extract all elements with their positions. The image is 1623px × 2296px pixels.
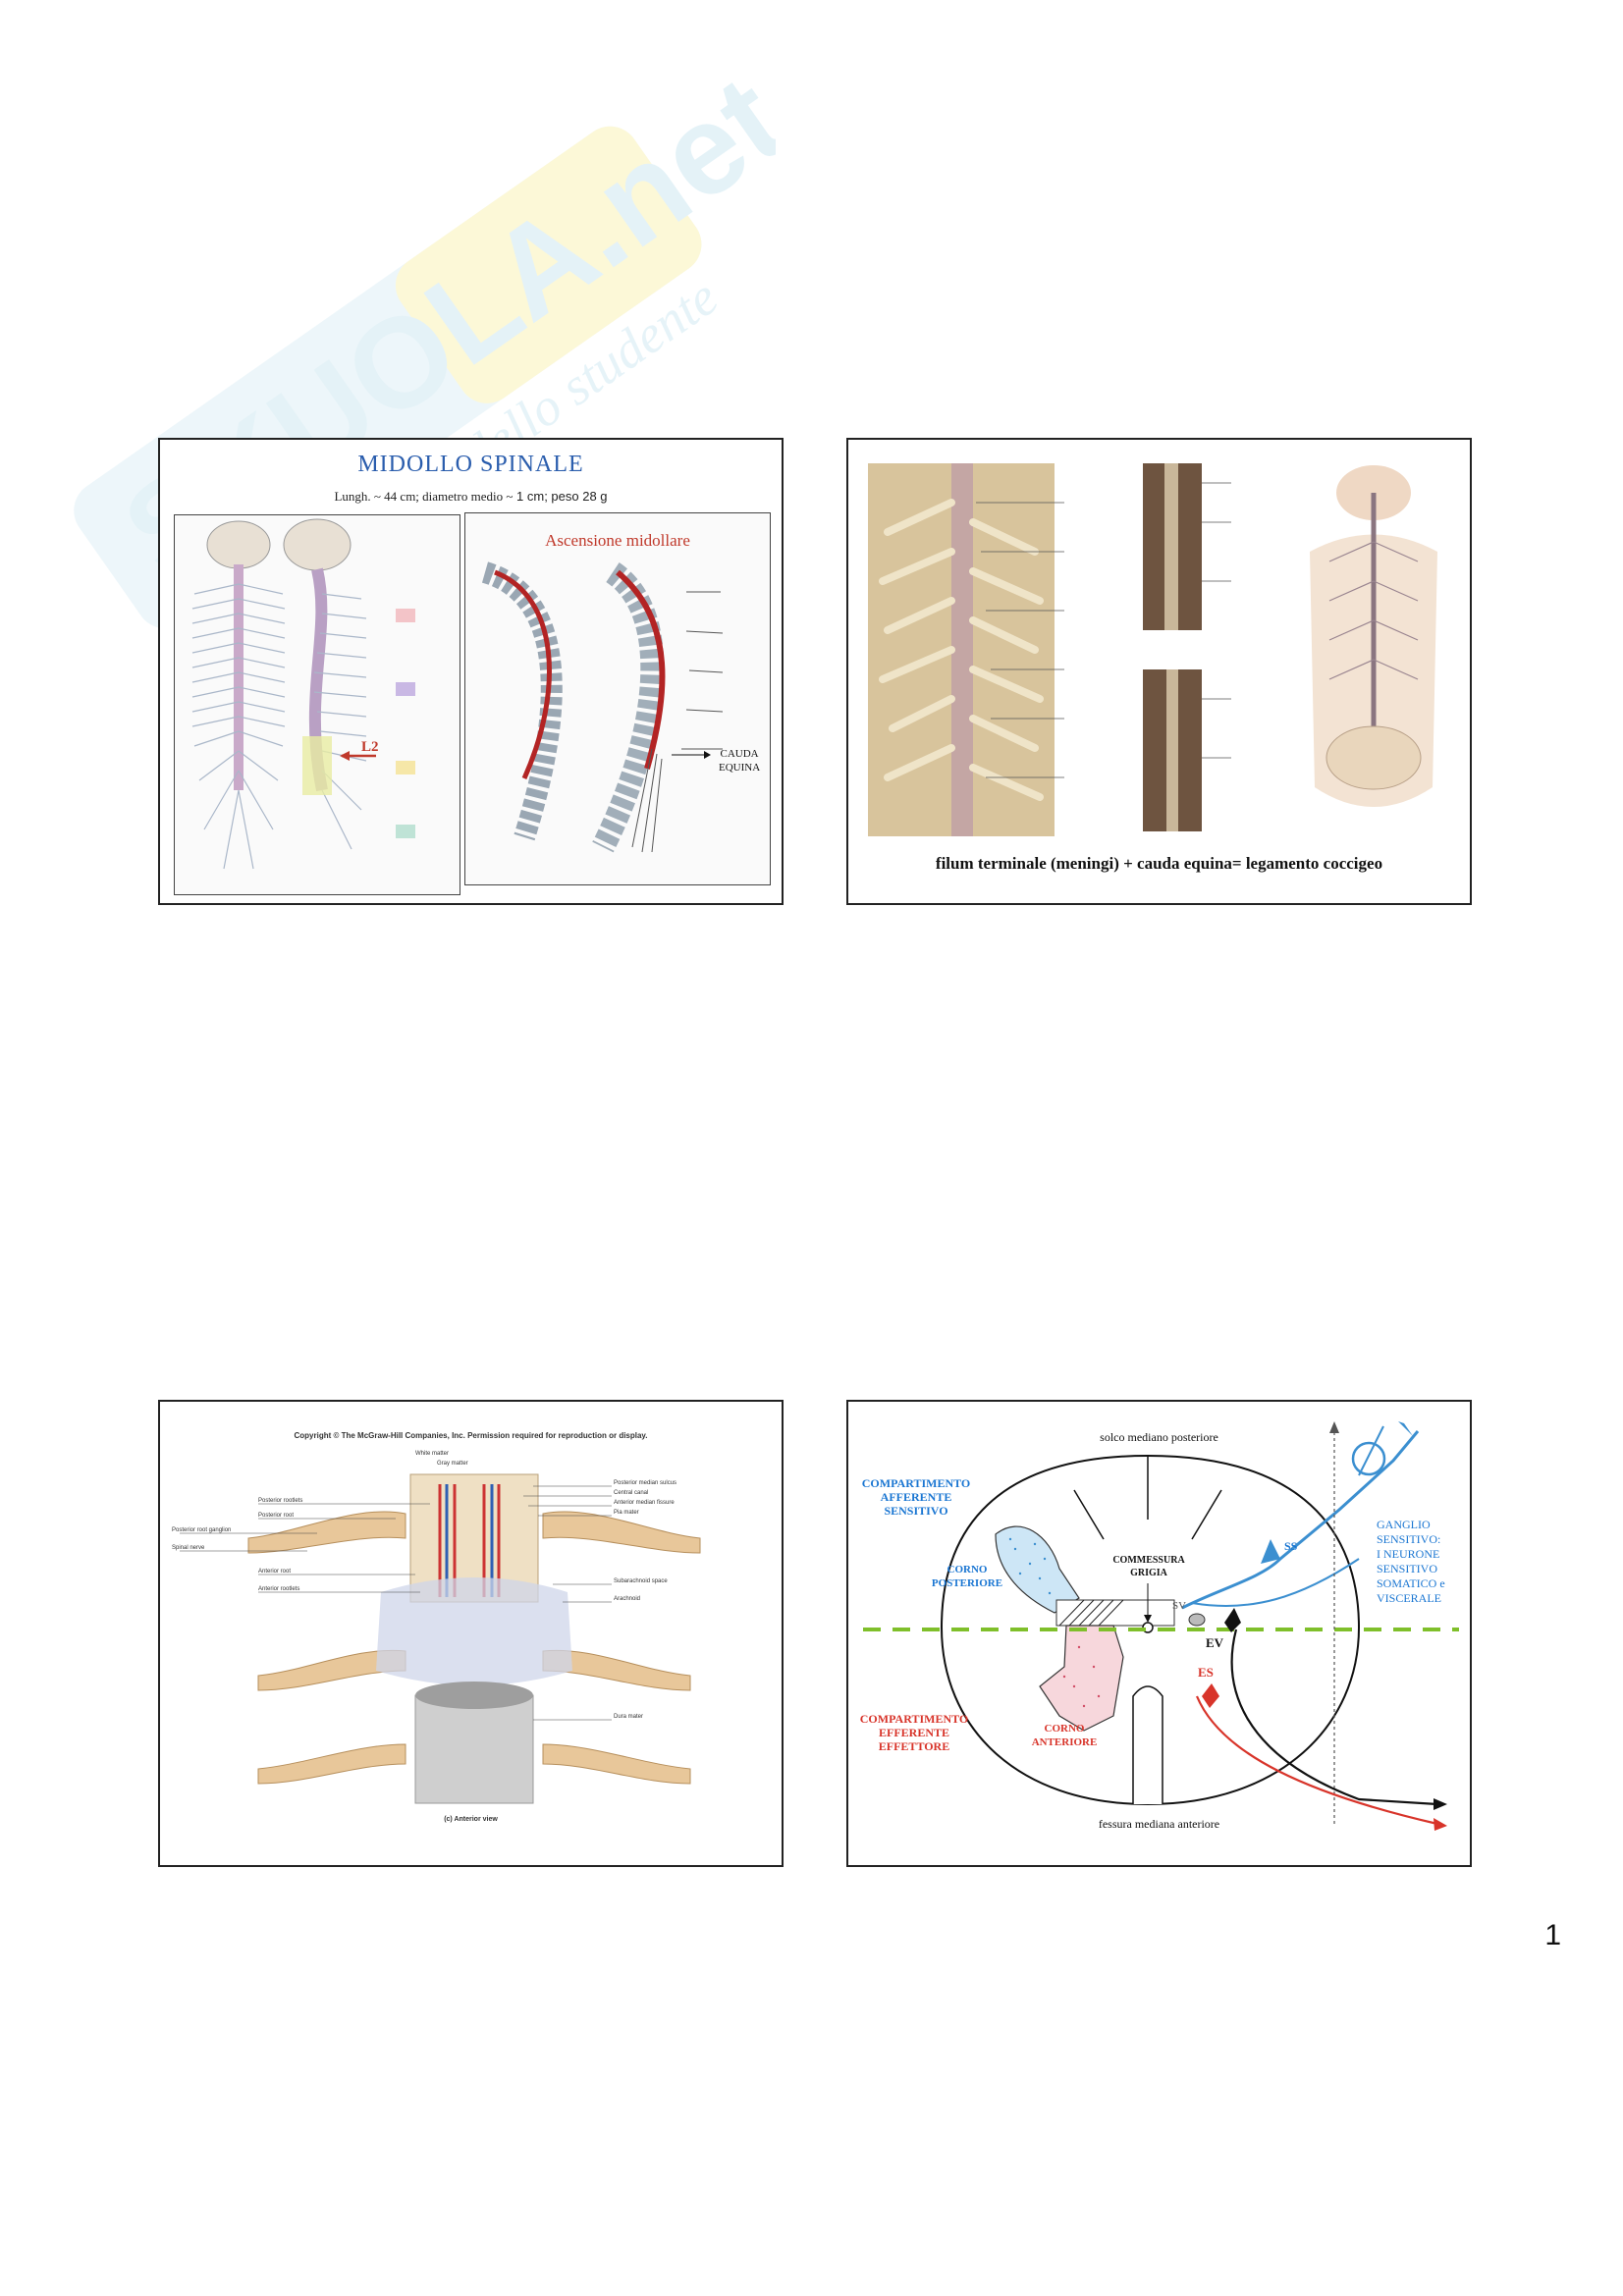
cauda-equina-label: CAUDA EQUINA (719, 747, 760, 774)
spinal-cord-figure (191, 518, 415, 870)
label-subarachnoid-space: Subarachnoid space (614, 1578, 668, 1584)
l2-label: L2 (361, 739, 379, 755)
slide1-subtitle-serif: Lungh. ~ 44 cm; diametro medio ~ (334, 489, 514, 504)
corno-posteriore-label: CORNO POSTERIORE (913, 1563, 1021, 1590)
label-posterior-median-sulcus: Posterior median sulcus (614, 1480, 677, 1486)
corno-post-line2: POSTERIORE (931, 1577, 1003, 1589)
label-posterior-root: Posterior root (258, 1513, 295, 1519)
label-anterior-rootlets: Anterior rootlets (258, 1586, 300, 1592)
slide-spinal-cord-cross-section: solco mediano posteriore fessura mediana… (846, 1400, 1472, 1867)
label-posterior-root-ganglion: Posterior root ganglion (172, 1527, 232, 1533)
ganglio-line3: I NEURONE (1377, 1547, 1440, 1561)
solco-mediano-label: solco mediano posteriore (1100, 1430, 1218, 1444)
label-white-matter: White matter (415, 1451, 450, 1457)
slide2-caption: filum terminale (meningi) + cauda equina… (935, 854, 1383, 873)
label-arachnoid: Arachnoid (614, 1596, 641, 1602)
sv-label: SV (1172, 1600, 1187, 1612)
ganglio-line6: VISCERALE (1377, 1591, 1441, 1605)
corno-ant-line1: CORNO (1044, 1723, 1085, 1735)
efferent-line3: EFFETTORE (878, 1739, 950, 1753)
corno-post-line1: CORNO (947, 1564, 988, 1575)
corno-anteriore-label: CORNO ANTERIORE (1025, 1722, 1104, 1749)
label-anterior-median-fissure: Anterior median fissure (614, 1500, 675, 1506)
ganglio-line5: SOMATICO e (1377, 1576, 1445, 1590)
page-number: 1 (1544, 1919, 1561, 1951)
efferent-line1: COMPARTIMENTO (859, 1712, 969, 1726)
ganglio-line1: GANGLIO (1377, 1518, 1431, 1531)
ganglio-sensitivo-label: GANGLIO SENSITIVO: I NEURONE SENSITIVO S… (1377, 1518, 1445, 1606)
label-gray-matter: Gray matter (437, 1461, 468, 1467)
ganglio-line2: SENSITIVO: (1377, 1532, 1441, 1546)
copyright-notice: Copyright © The McGraw-Hill Companies, I… (294, 1431, 648, 1440)
spinal-nerves-illustration: L2 (174, 514, 460, 895)
cauda-label-line1: CAUDA (720, 748, 759, 760)
efferent-line2: EFFERENTE (878, 1726, 949, 1739)
corno-ant-line2: ANTERIORE (1031, 1736, 1098, 1748)
commissura-line2: GRIGIA (1130, 1568, 1167, 1578)
cauda-label-line2: EQUINA (719, 762, 761, 774)
meninges-photos (868, 463, 1437, 836)
ganglio-line4: SENSITIVO (1377, 1562, 1437, 1575)
afferent-line1: COMPARTIMENTO (861, 1476, 971, 1490)
fessura-mediana-label: fessura mediana anteriore (1098, 1817, 1220, 1831)
slide1-subtitle: Lungh. ~ 44 cm; diametro medio ~ 1 cm; p… (160, 489, 782, 505)
label-dura-mater: Dura mater (614, 1714, 644, 1720)
compartimento-efferente-label: COMPARTIMENTO EFFERENTE EFFETTORE (850, 1712, 978, 1753)
ascensione-midollare-panel: Ascensione midollare CAUDA EQUINA (464, 512, 771, 885)
commissura-grigia-label: COMMESSURA GRIGIA (1090, 1554, 1208, 1579)
label-central-canal: Central canal (614, 1490, 649, 1496)
label-anterior-root: Anterior root (258, 1569, 292, 1575)
spinal-cord-meninges-figure (180, 1473, 701, 1804)
slide-meninges-anterior-view: Copyright © The McGraw-Hill Companies, I… (158, 1400, 784, 1867)
label-pia-mater: Pia mater (614, 1510, 639, 1516)
label-posterior-rootlets: Posterior rootlets (258, 1498, 303, 1504)
vertebral-column-figure (481, 561, 724, 853)
anterior-view-label: (c) Anterior view (444, 1816, 498, 1823)
es-label: ES (1198, 1665, 1214, 1680)
compartimento-afferente-label: COMPARTIMENTO AFFERENTE SENSITIVO (852, 1476, 980, 1518)
slide1-title: MIDOLLO SPINALE (357, 452, 584, 477)
slide-filum-terminale: filum terminale (meningi) + cauda equina… (846, 438, 1472, 905)
slide1-subtitle-sans: 1 cm; peso 28 g (513, 489, 608, 504)
label-spinal-nerve: Spinal nerve (172, 1545, 205, 1551)
ascensione-title: Ascensione midollare (545, 531, 690, 550)
cross-section-diagram (863, 1421, 1459, 1831)
ss-label: SS (1284, 1539, 1298, 1553)
afferent-line3: SENSITIVO (884, 1504, 948, 1518)
ev-label: EV (1206, 1635, 1224, 1650)
slide-midollo-spinale: MIDOLLO SPINALE Lungh. ~ 44 cm; diametro… (158, 438, 784, 905)
commissura-line1: COMMESSURA (1112, 1555, 1185, 1566)
afferent-line2: AFFERENTE (880, 1490, 952, 1504)
